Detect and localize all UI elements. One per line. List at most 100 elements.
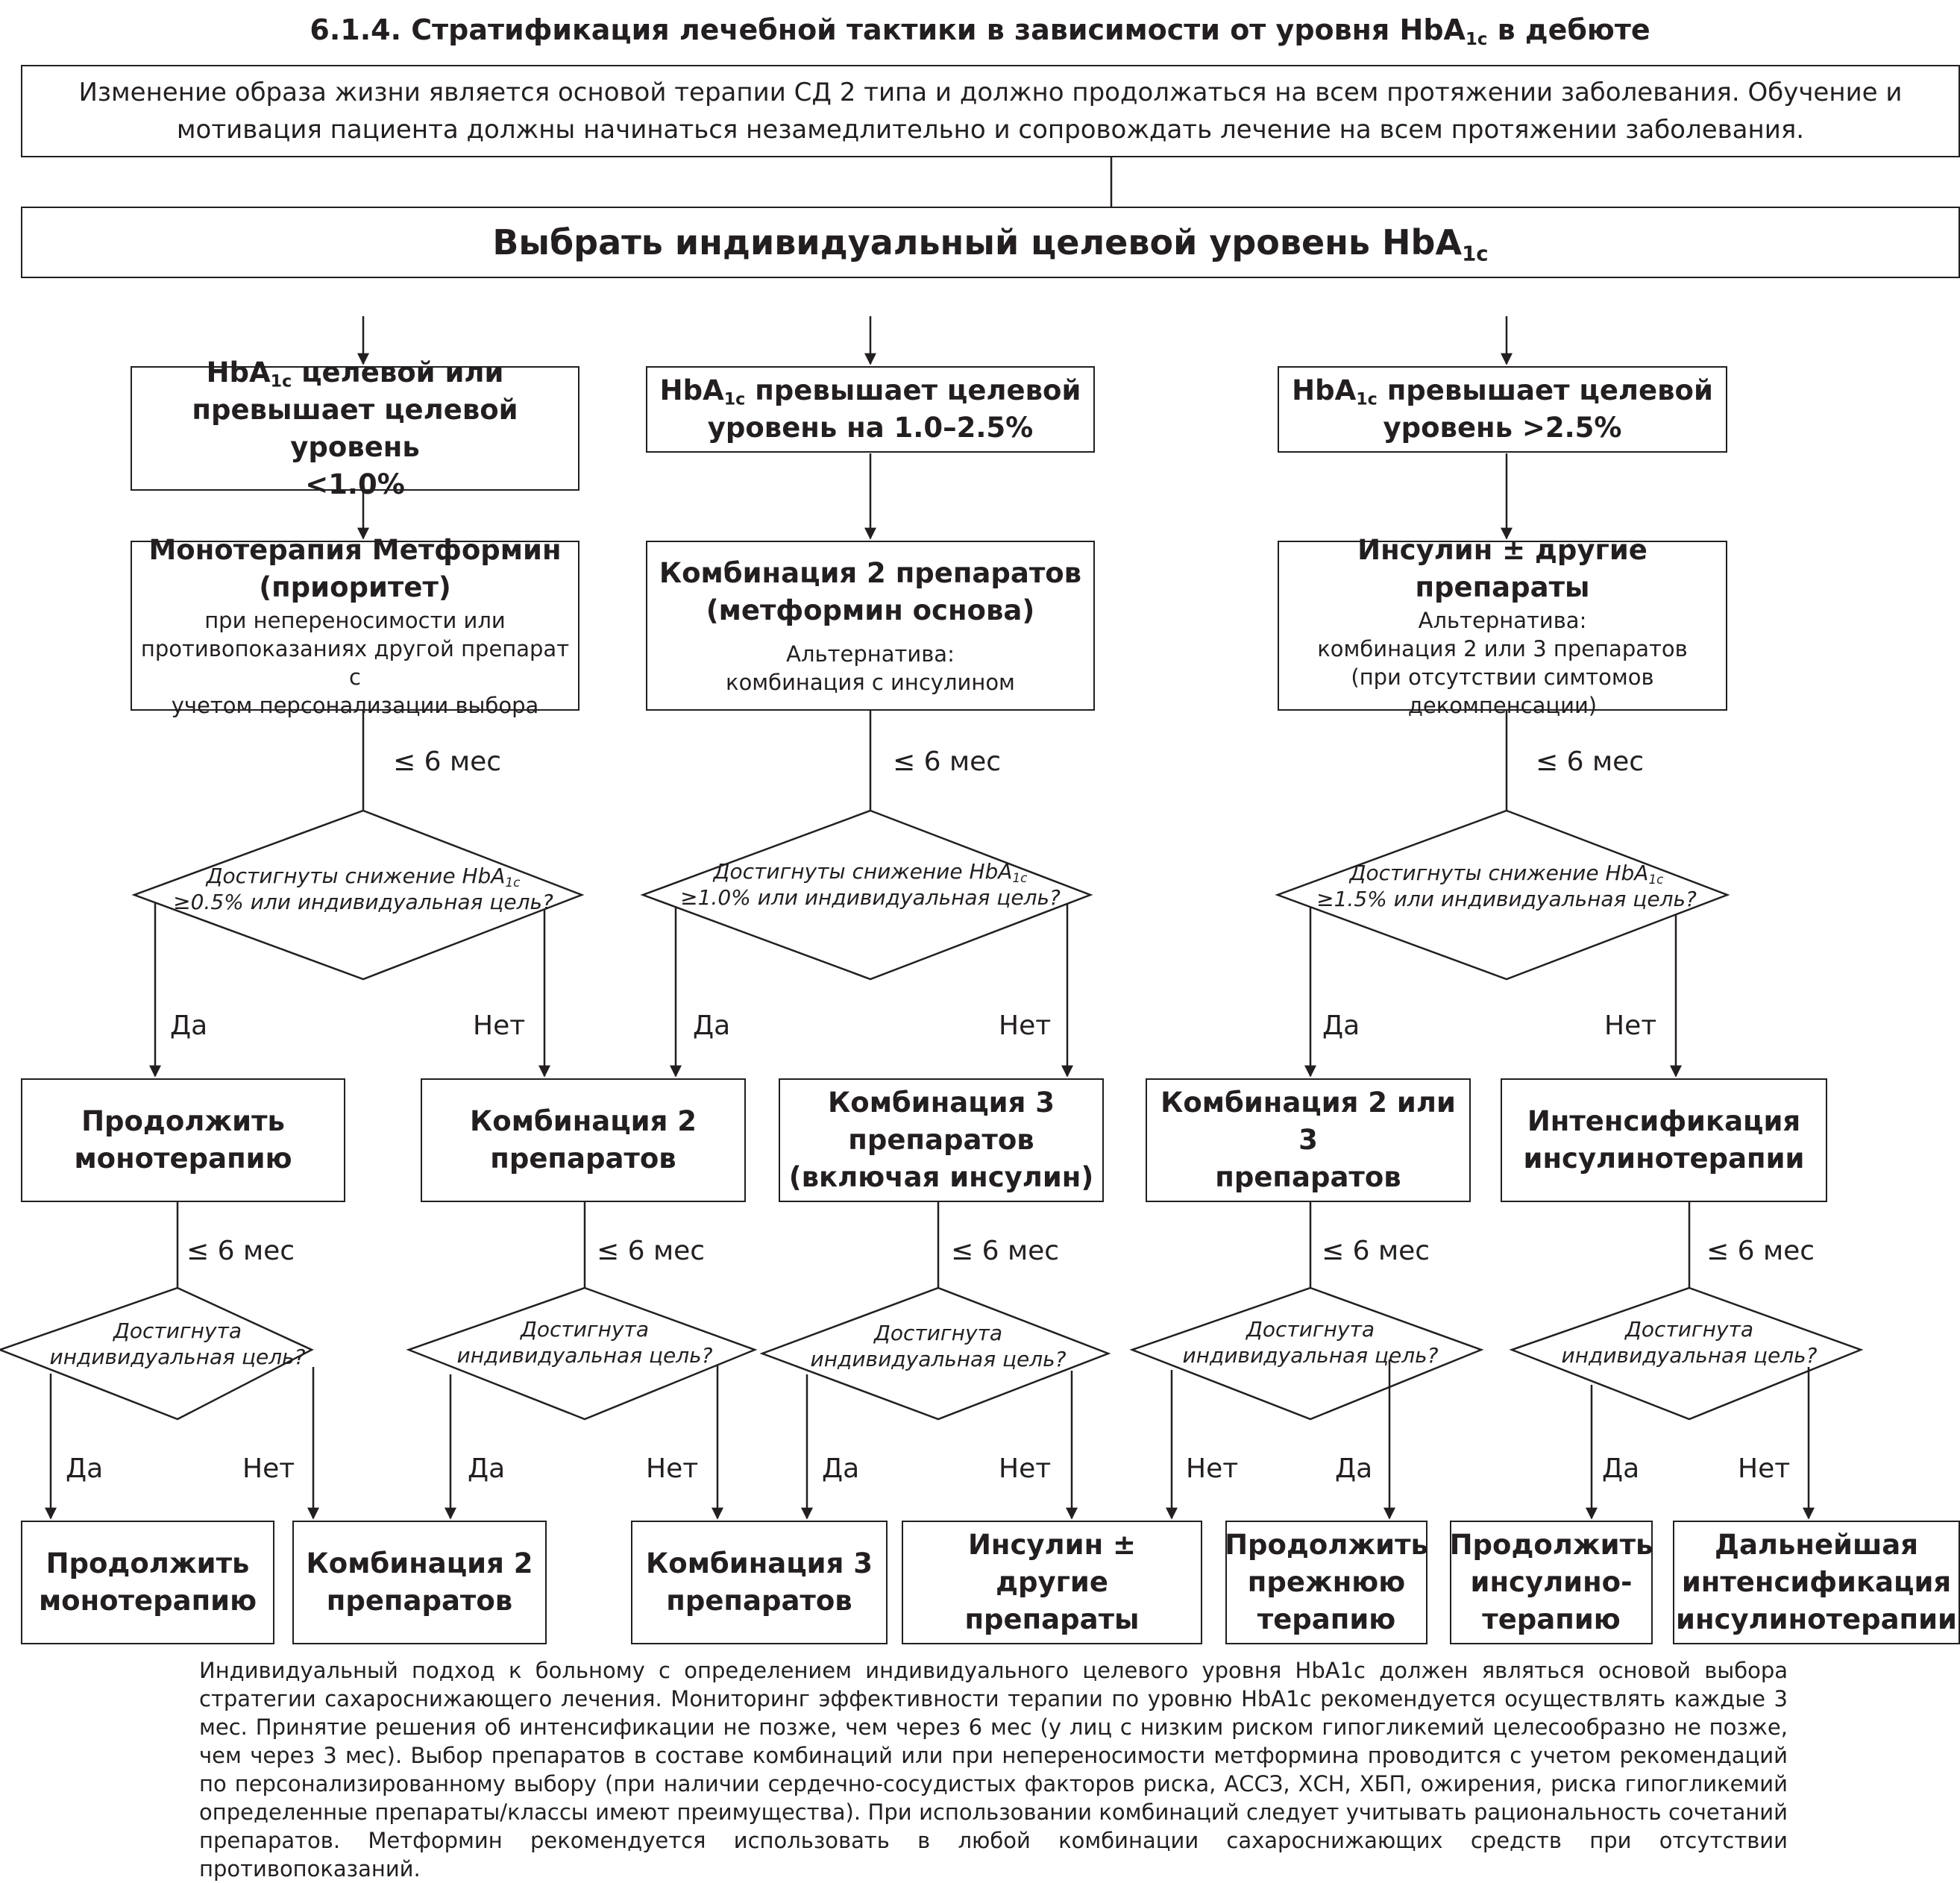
box-line: инсулинотерапии	[1523, 1142, 1805, 1175]
interval-label: ≤ 6 мес	[597, 1236, 706, 1266]
decision-line: индивидуальная цель?	[456, 1343, 713, 1368]
box-line: Продолжить	[81, 1105, 285, 1137]
condition-box-1: HbA1c целевой или превышает целевой уров…	[131, 356, 579, 500]
final-box-2: Комбинация 2 препаратов	[292, 1521, 547, 1644]
no-label: Нет	[242, 1453, 295, 1484]
condition-box-2: HbA1c превышает целевой уровень на 1.0–2…	[646, 366, 1095, 453]
decision-text-s2-3: Достигнута индивидуальная цель?	[811, 1320, 1067, 1372]
decision-diamond-s2-2	[406, 1286, 758, 1421]
therapy-box-2: Комбинация 2 препаратов (метформин основ…	[646, 541, 1095, 711]
box-line: препаратов	[666, 1585, 852, 1617]
box-line: Комбинация 2 или 3	[1160, 1087, 1456, 1156]
decision-sub: 1c	[505, 875, 521, 890]
target-subscript: 1c	[1462, 241, 1489, 266]
yes-label: Да	[822, 1453, 860, 1484]
interval-label: ≤ 6 мес	[1322, 1236, 1430, 1266]
decision-line: индивидуальная цель?	[810, 1347, 1067, 1371]
intro-line-1: Изменение образа жизни является основой …	[78, 78, 1903, 107]
final-box-3: Комбинация 3 препаратов	[631, 1521, 888, 1644]
no-label: Нет	[999, 1453, 1052, 1484]
decision-line: индивидуальная цель?	[1182, 1343, 1439, 1368]
target-level-box: Выбрать индивидуальный целевой уровень H…	[21, 207, 1960, 278]
yes-label: Да	[66, 1453, 104, 1484]
therapy-title: Монотерапия Метформин	[148, 534, 562, 566]
therapy-note: комбинация с инсулином	[726, 670, 1015, 695]
box-line: Дальнейшая	[1714, 1529, 1919, 1561]
cond-text: HbA	[1292, 374, 1357, 406]
decision-line: Достигнуты снижение HbA1c	[173, 863, 553, 889]
box-line: препаратов	[1215, 1161, 1401, 1193]
interval-label: ≤ 6 мес	[1706, 1236, 1815, 1266]
yes-label: Да	[468, 1453, 506, 1484]
decision-text-s2-1: Достигнута индивидуальная цель?	[50, 1318, 306, 1370]
therapy-note: декомпенсации)	[1407, 693, 1598, 718]
box-line: Продолжить	[45, 1547, 250, 1579]
lifestyle-intro-box: Изменение образа жизни является основой …	[21, 65, 1960, 157]
interval-label: ≤ 6 мес	[893, 746, 1002, 777]
therapy-title: (приоритет)	[259, 571, 451, 603]
decision-diamond-2	[640, 809, 1093, 981]
therapy-note: Альтернатива:	[1418, 608, 1587, 633]
no-label: Нет	[1186, 1453, 1239, 1484]
box-line: препаратов	[326, 1585, 513, 1617]
decision-line: Достигнута	[1246, 1317, 1375, 1342]
decision-text: Достигнуты снижение HbA	[713, 859, 1013, 884]
title-tail: в дебюте	[1487, 13, 1650, 46]
cond-text: HbA	[659, 374, 724, 406]
box-line: Продолжить	[1449, 1529, 1653, 1561]
decision-diamond-s2-5	[1509, 1286, 1864, 1421]
stage2-box-5: Интенсификация инсулинотерапии	[1501, 1078, 1827, 1202]
yes-label: Да	[170, 1010, 208, 1041]
interval-label: ≤ 6 мес	[186, 1236, 295, 1266]
box-line: Комбинация 2	[306, 1547, 533, 1579]
cond-text: превышает целевой	[745, 374, 1081, 406]
box-line: прежнюю	[1247, 1566, 1406, 1598]
no-label: Нет	[473, 1010, 526, 1041]
decision-line: Достигнута	[113, 1318, 242, 1343]
decision-line: Достигнуты снижение HbA1c	[1316, 860, 1697, 886]
box-line: монотерапию	[74, 1142, 292, 1175]
decision-text-1: Достигнуты снижение HbA1c ≥0.5% или инди…	[173, 863, 553, 915]
decision-line: ≥1.5% или индивидуальная цель?	[1316, 887, 1697, 911]
box-line: препаратов	[848, 1124, 1034, 1156]
yes-label: Да	[1602, 1453, 1640, 1484]
box-line: Продолжить	[1225, 1529, 1428, 1561]
decision-line: Достигнута	[874, 1321, 1002, 1345]
title-subscript: 1c	[1465, 29, 1488, 49]
stage2-box-2: Комбинация 2 препаратов	[421, 1078, 746, 1202]
cond-text: HbA	[206, 356, 271, 389]
condition-line: <1.0%	[305, 468, 405, 500]
cond-text: целевой или	[292, 356, 504, 389]
condition-box-3: HbA1c превышает целевой уровень >2.5%	[1278, 366, 1727, 453]
condition-line: уровень на 1.0–2.5%	[707, 412, 1034, 444]
stage2-box-3: Комбинация 3 препаратов (включая инсулин…	[779, 1078, 1104, 1202]
cond-sub: 1c	[270, 371, 292, 392]
box-line: интенсификация	[1681, 1566, 1952, 1598]
therapy-note: при непереносимости или	[204, 608, 506, 633]
box-line: Комбинация 3	[646, 1547, 873, 1579]
therapy-note: противопоказаниях другой препарат с	[140, 636, 570, 690]
decision-line: Достигнута	[521, 1317, 649, 1342]
decision-line: ≥1.0% или индивидуальная цель?	[680, 885, 1061, 910]
condition-line: HbA1c превышает целевой	[660, 372, 1081, 409]
therapy-note: (при отсутствии симтомов	[1351, 664, 1654, 690]
final-box-6: Продолжить инсулино- терапию	[1450, 1521, 1653, 1644]
decision-sub: 1c	[1648, 872, 1664, 887]
final-box-1: Продолжить монотерапию	[21, 1521, 274, 1644]
decision-text: Достигнуты снижение HbA	[1349, 861, 1649, 885]
no-label: Нет	[646, 1453, 699, 1484]
decision-text-2: Достигнуты снижение HbA1c ≥1.0% или инди…	[680, 858, 1061, 911]
box-line: Интенсификация	[1527, 1105, 1801, 1137]
interval-label: ≤ 6 мес	[1536, 746, 1645, 777]
stage2-box-4: Комбинация 2 или 3 препаратов	[1146, 1078, 1471, 1202]
final-box-7: Дальнейшая интенсификация инсулинотерапи…	[1673, 1521, 1960, 1644]
interval-label: ≤ 6 мес	[951, 1236, 1060, 1266]
decision-sub: 1c	[1012, 870, 1028, 886]
decision-diamond-s2-3	[759, 1286, 1111, 1421]
therapy-note: Альтернатива:	[786, 641, 955, 667]
therapy-box-3: Инсулин ± другие препараты Альтернатива:…	[1278, 534, 1727, 718]
box-line: Комбинация 2	[470, 1105, 697, 1137]
final-box-4: Инсулин ± другие препараты	[902, 1521, 1202, 1644]
therapy-title: Комбинация 2 препаратов	[659, 557, 1082, 589]
